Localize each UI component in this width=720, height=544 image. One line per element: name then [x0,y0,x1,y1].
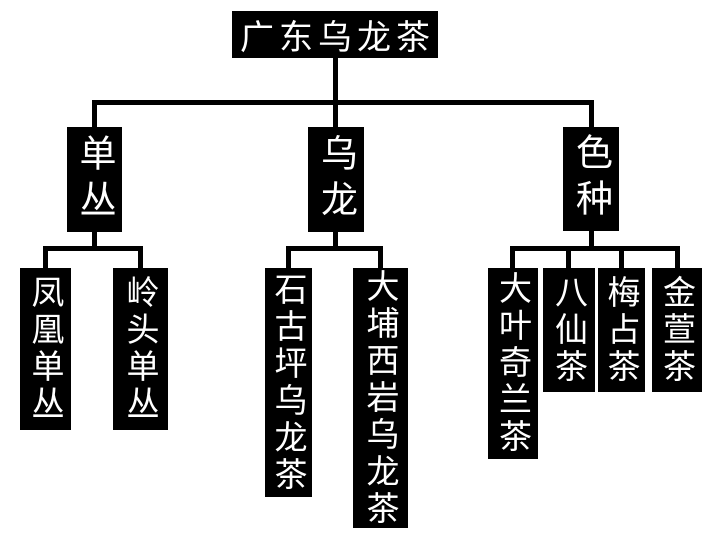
node-branch-wulong-label: 乌龙 [315,133,357,226]
node-leaf-fenghuang-dancong-label: 凤凰单丛 [27,275,64,423]
node-branch-dancong-label: 单丛 [74,133,115,226]
node-leaf-meizhan: 梅占茶 [598,268,645,392]
node-leaf-shiguping-oolong: 石古坪乌龙茶 [265,268,312,497]
connector-root-drop [333,58,338,127]
node-leaf-daye-qilan-label: 大叶奇兰茶 [494,271,532,456]
node-leaf-jinxuan: 金萱茶 [652,268,702,392]
node-leaf-jinxuan-label: 金萱茶 [658,274,696,386]
connector-baxian-drop [566,246,571,268]
connector-lingtou-drop [138,246,143,268]
node-root-label: 广东乌龙茶 [240,19,435,57]
node-branch-dancong: 单丛 [67,127,122,232]
node-leaf-meizhan-label: 梅占茶 [603,274,640,386]
node-leaf-shiguping-oolong-label: 石古坪乌龙茶 [270,271,307,494]
node-leaf-dabu-xiyan-oolong: 大埔西岩乌龙茶 [353,268,408,528]
connector-fenghuang-drop [43,246,48,268]
connector-dancong-bus [43,246,143,251]
connector-dabuxiyan-drop [378,246,383,268]
node-branch-wulong: 乌龙 [308,127,364,232]
node-leaf-baxian-label: 八仙茶 [550,274,588,386]
node-leaf-dabu-xiyan-oolong-label: 大埔西岩乌龙茶 [362,268,399,528]
node-root-guangdong-oolong: 广东乌龙茶 [232,11,438,58]
connector-sezhong-down [589,231,594,248]
node-leaf-lingtou-dancong-label: 岭头单丛 [122,275,159,423]
connector-dayeqilan-drop [510,246,515,268]
connector-jinxuan-drop [675,246,680,268]
connector-sezhong-up [589,100,594,127]
node-leaf-baxian: 八仙茶 [543,268,595,392]
node-leaf-daye-qilan: 大叶奇兰茶 [488,268,538,459]
connector-level1-bus [92,100,594,105]
connector-wulong-bus [286,246,383,251]
connector-dancong-down [92,232,97,248]
connector-dancong-up [92,100,97,127]
node-leaf-lingtou-dancong: 岭头单丛 [113,268,168,430]
connector-sezhong-bus [510,246,680,251]
node-branch-sezhong: 色种 [563,127,619,231]
node-branch-sezhong-label: 色种 [570,133,612,225]
connector-wulong-down [333,232,338,248]
connector-shiguping-drop [286,246,291,268]
node-leaf-fenghuang-dancong: 凤凰单丛 [20,268,71,430]
connector-meizhan-drop [619,246,624,268]
